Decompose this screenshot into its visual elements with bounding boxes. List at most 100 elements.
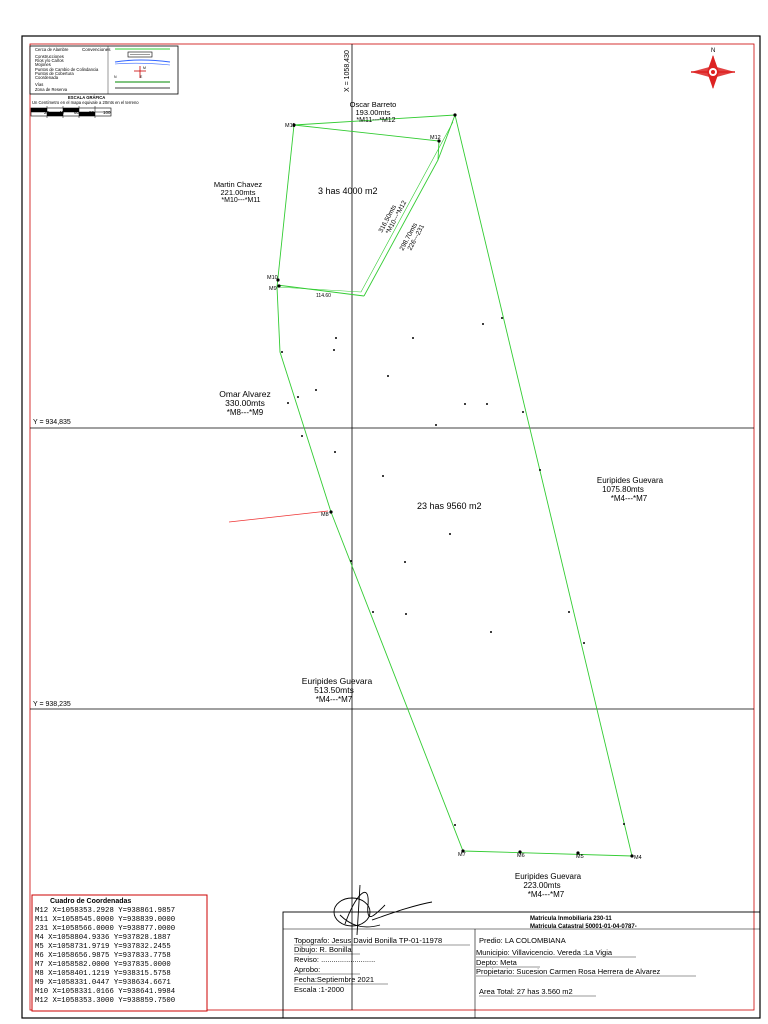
coord-row: M5 X=1058731.9719 Y=937832.2455 — [35, 943, 171, 951]
coord-row: M11 X=1058545.0000 Y=938839.0000 — [35, 916, 175, 924]
point-label: M9 — [269, 286, 277, 292]
parcel-boundary — [276, 114, 633, 857]
scale-tick: 80 — [89, 110, 95, 115]
inner-red-frame — [29, 43, 755, 1011]
svg-text:*M4---*M7: *M4---*M7 — [611, 494, 648, 503]
svg-text:Euripides Guevara: Euripides Guevara — [302, 676, 373, 686]
svg-text:330.00mts: 330.00mts — [225, 398, 265, 408]
legend-item: Puntos de Cambio de Colindancia — [35, 67, 99, 72]
aprobo: Aprobo: — [294, 965, 320, 974]
division-line — [437, 114, 456, 161]
scale-tick: 60 — [74, 110, 80, 115]
svg-text:1075.80mts: 1075.80mts — [602, 485, 644, 494]
boundary-label-omar: Omar Alvarez 330.00mts *M8---*M9 — [219, 389, 271, 417]
point-label: M11 — [285, 123, 295, 129]
point-label: M4 — [634, 855, 642, 861]
diagonal-label-a: 316.50mts *M10---*M12 — [378, 199, 409, 235]
svg-text:221.00mts: 221.00mts — [220, 188, 255, 197]
svg-text:Euripides Guevara: Euripides Guevara — [515, 872, 582, 881]
segment-length-label: 114.60 — [316, 293, 331, 299]
svg-text:E: E — [140, 75, 143, 79]
coord-row: M6 X=1058656.9875 Y=937833.7758 — [35, 952, 171, 960]
scale-bar: ESCALA GRÁFICA Un Centímetro en el mapa … — [30, 95, 139, 118]
division-line — [293, 124, 440, 297]
area-upper: 3 has 4000 m2 — [318, 186, 378, 196]
signature-scribble — [333, 884, 433, 936]
outer-frame — [21, 35, 761, 1019]
division-line — [276, 284, 365, 297]
svg-text:193.00mts: 193.00mts — [355, 108, 390, 117]
grid-label-y-upper: Y = 934,835 — [33, 419, 71, 426]
fecha: Fecha:Septiembre 2021 — [294, 975, 374, 984]
depto: Depto: Meta — [476, 958, 518, 967]
svg-text:Euripides Guevara: Euripides Guevara — [597, 476, 664, 485]
coord-row: 231 X=1058566.0000 Y=938877.0000 — [35, 925, 175, 933]
coord-row: M10 X=1058331.0166 Y=938641.9984 — [35, 988, 176, 996]
legend-item: Vías — [35, 82, 43, 87]
boundary-label-euripides-west: Euripides Guevara 513.50mts *M4---*M7 — [302, 676, 373, 704]
grid-label-y-lower: Y = 938,235 — [33, 701, 71, 708]
coord-row: M7 X=1058582.0000 Y=937835.0000 — [35, 961, 171, 969]
scale-tick: 40 — [59, 110, 65, 115]
svg-text:*M11---*M12: *M11---*M12 — [356, 117, 395, 124]
point-label: M6 — [517, 853, 525, 859]
coordinates-table: Cuadro de Coordenadas M12 X=1058353.2928… — [31, 894, 208, 1012]
svg-text:513.50mts: 513.50mts — [314, 685, 354, 695]
north-arrow-icon: N — [691, 48, 735, 89]
coord-row: M8 X=1058401.1219 Y=938315.5758 — [35, 970, 171, 978]
svg-text:*M8---*M9: *M8---*M9 — [227, 408, 264, 417]
point-label: M10 — [267, 275, 278, 281]
matricula-inmobiliaria: Matricula Inmobiliaria 230-11 — [530, 916, 612, 922]
coord-row: M12 X=1058353.2928 Y=938861.9857 — [35, 907, 175, 915]
svg-text:*M10---*M11: *M10---*M11 — [221, 197, 260, 204]
legend-item: Zona de Reserva — [35, 87, 68, 92]
propietario: Propietario: Sucesion Carmen Rosa Herrer… — [476, 967, 661, 976]
escala: Escala :1-2000 — [294, 985, 344, 994]
svg-text:Omar Alvarez: Omar Alvarez — [219, 389, 271, 399]
boundary-label-martin: Martin Chavez 221.00mts *M10---*M11 — [214, 180, 263, 204]
legend-item: Ríos y/o Caños — [35, 58, 64, 63]
matricula-catastral: Matricula Catastral 50001-01-04-0787- — [530, 924, 637, 930]
legend-item: Mojones — [35, 62, 51, 67]
svg-text:*M4---*M7: *M4---*M7 — [316, 695, 353, 704]
north-label: N — [711, 48, 715, 54]
legend-item: Cerca de Alambre — [35, 47, 69, 52]
coordinates-title: Cuadro de Coordenadas — [50, 898, 131, 905]
point-label: M7 — [458, 852, 466, 858]
boundary-label-euripides-south: Euripides Guevara 223.00mts *M4---*M7 — [515, 872, 582, 899]
svg-text:Martin Chavez: Martin Chavez — [214, 180, 263, 189]
area-lower: 23 has 9560 m2 — [417, 501, 482, 511]
predio: Predio: LA COLOMBIANA — [479, 936, 566, 945]
boundary-label-euripides-east: Euripides Guevara 1075.80mts *M4---*M7 — [597, 476, 664, 503]
coord-row: M9 X=1058331.0447 Y=938634.6671 — [35, 979, 171, 987]
svg-text:*M4---*M7: *M4---*M7 — [528, 890, 565, 899]
scale-tick: 20 — [44, 110, 50, 115]
svg-text:223.00mts: 223.00mts — [523, 881, 560, 890]
coord-row: M4 X=1058804.9336 Y=937828.1887 — [35, 934, 171, 942]
scale-tick: 100 — [103, 110, 111, 115]
municipio: Municipio: Villavicencio. Vereda :La Vig… — [476, 948, 613, 957]
coord-row: M12 X=1058353.3000 Y=938859.7500 — [35, 997, 175, 1005]
survey-points — [276, 113, 634, 858]
red-access-line — [228, 510, 329, 523]
boundary-label-oscar: Oscar Barreto 193.00mts *M11---*M12 — [350, 100, 397, 124]
point-label: M8 — [321, 512, 329, 518]
title-block: Matricula Inmobiliaria 230-11 Matricula … — [282, 911, 761, 1019]
dibujo: Dibujo: R. Bonilla — [294, 945, 352, 954]
legend-item: Construcciones — [35, 54, 64, 59]
grid-label-x: X = 1058,430 — [344, 50, 351, 92]
legend-conventions-title: Convenciones — [82, 47, 111, 52]
reviso: Reviso: .......................... — [294, 955, 375, 964]
point-label: M12 — [430, 135, 441, 141]
legend-box: Convenciones Cerca de Alambre Construcci… — [29, 45, 179, 95]
legend-item: Coordenada — [35, 75, 59, 80]
svg-text:N: N — [114, 75, 117, 79]
topografo: Topografo: Jesus David Bonilla TP-01-119… — [294, 936, 442, 945]
division-line — [276, 121, 454, 293]
scale-note: Un Centímetro en el mapa equivale a 20mt… — [32, 100, 139, 105]
svg-text:Oscar Barreto: Oscar Barreto — [350, 100, 397, 109]
point-label: M5 — [576, 854, 584, 860]
area-total: Area Total: 27 has 3.560 m2 — [479, 987, 573, 996]
legend-item: Puntos de Cobertura — [35, 71, 74, 76]
